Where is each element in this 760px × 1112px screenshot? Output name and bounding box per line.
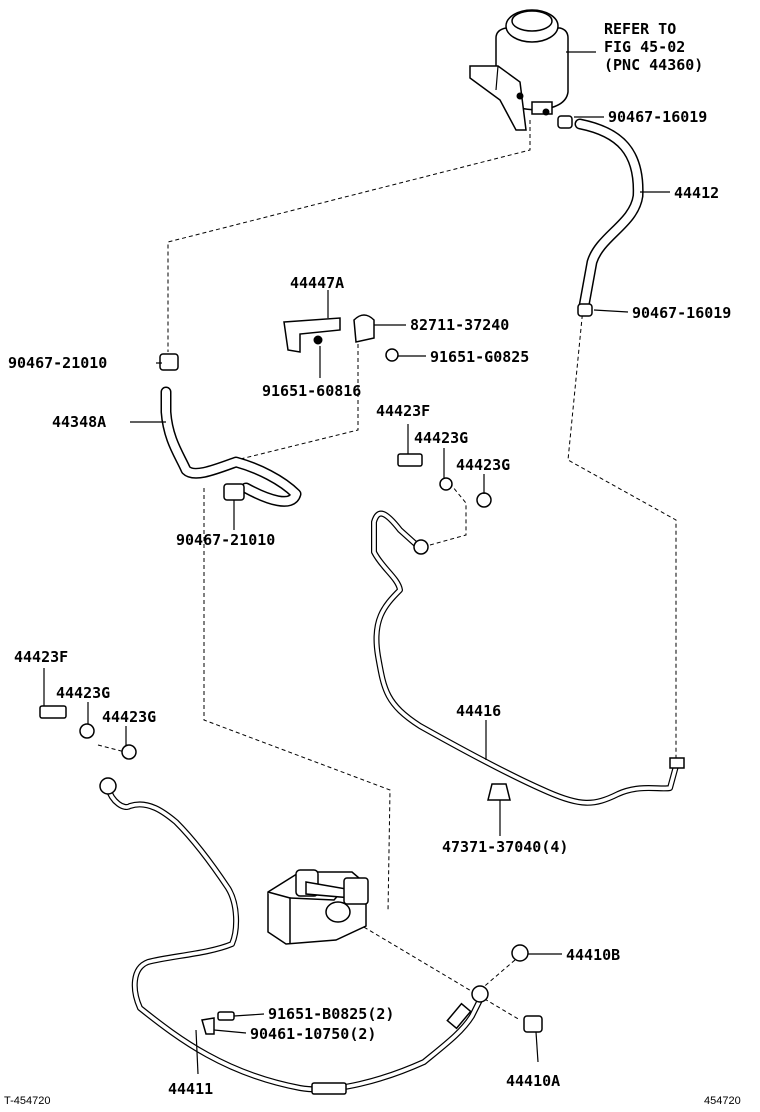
pump-assembly — [267, 869, 369, 945]
label-bolt-91651-G: 91651-G0825 — [430, 348, 529, 366]
label-clip-44412-low: 90467-16019 — [632, 304, 731, 322]
pipe-44416 — [371, 510, 685, 806]
label-clip-21010-upper: 90467-21010 — [8, 354, 107, 372]
hose-44412 — [574, 118, 644, 312]
corner-code-right: 454720 — [704, 1095, 741, 1107]
label-pipe-44411: 44411 — [168, 1080, 213, 1098]
label-union-44423F-lower: 44423F — [14, 648, 68, 666]
pipe-44411 — [99, 777, 489, 1095]
reference-line-2: FIG 45-02 — [604, 38, 685, 56]
reference-note: REFER TO FIG 45-02 (PNC 44360) — [604, 20, 703, 74]
label-clamp-82711: 82711-37240 — [410, 316, 509, 334]
label-hose-44348A: 44348A — [52, 413, 106, 431]
label-gasket-44423G-upper-a: 44423G — [414, 429, 468, 447]
label-gasket-44423G-lower-b: 44423G — [102, 708, 156, 726]
label-bracket-44447A: 44447A — [290, 274, 344, 292]
corner-code-left: T-454720 — [4, 1095, 50, 1107]
small-parts — [39, 115, 593, 1035]
label-clip-tank: 90467-16019 — [608, 108, 707, 126]
guide-lines — [97, 120, 677, 1021]
label-clip-90461: 90461-10750(2) — [250, 1025, 376, 1043]
label-union-44423F-upper: 44423F — [376, 402, 430, 420]
reference-line-1: REFER TO — [604, 20, 676, 38]
label-clamp-47371: 47371-37040(4) — [442, 838, 568, 856]
reference-line-3: (PNC 44360) — [604, 56, 703, 74]
label-pipe-44416: 44416 — [456, 702, 501, 720]
label-fitting-44410A: 44410A — [506, 1072, 560, 1090]
label-hose-44412: 44412 — [674, 184, 719, 202]
label-gasket-44423G-lower-a: 44423G — [56, 684, 110, 702]
label-bolt-91651-6: 91651-60816 — [262, 382, 361, 400]
label-fitting-44410B: 44410B — [566, 946, 620, 964]
label-bolt-91651-B: 91651-B0825(2) — [268, 1005, 394, 1023]
part-number-labels: 90467-16019 44412 90467-16019 44447A 827… — [8, 108, 731, 1098]
hose-44348A — [160, 386, 302, 507]
label-clip-21010-lower: 90467-21010 — [176, 531, 275, 549]
leader-lines — [43, 51, 670, 1075]
reservoir-tank — [469, 9, 569, 131]
label-gasket-44423G-upper-b: 44423G — [456, 456, 510, 474]
